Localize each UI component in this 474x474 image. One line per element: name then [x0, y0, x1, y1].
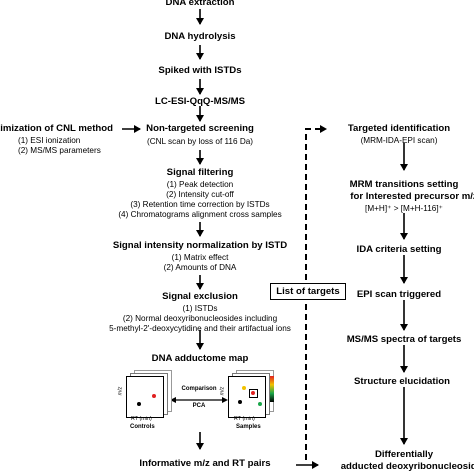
- samples-label: Samples: [236, 424, 261, 430]
- mrm-formula: [M+H]⁺ > [M+H-116]⁺: [365, 204, 443, 213]
- step-normalization-title: Signal intensity normalization by ISTD: [112, 240, 288, 251]
- final-line: adducted deoxyribonucleosides: [340, 461, 474, 472]
- step-nontargeted-title: Non-targeted screening: [146, 123, 254, 134]
- step-signal-filtering-line: (2) Intensity cut-off: [166, 190, 234, 199]
- epi-scan: EPI scan triggered: [356, 289, 442, 300]
- controls-rt-axis: RT (min): [131, 416, 152, 422]
- step-normalization-line: (2) Amounts of DNA: [163, 263, 237, 272]
- step-dna-extraction: DNA extraction: [165, 0, 235, 8]
- step-signal-filtering-line: (1) Peak detection: [166, 180, 234, 189]
- informative-pairs: Informative m/z and RT pairs: [139, 458, 271, 469]
- msms-spectra: MS/MS spectra of targets: [346, 334, 462, 345]
- controls-dot-black: [137, 402, 141, 406]
- adductome-map-title: DNA adductome map: [151, 353, 249, 364]
- step-signal-filtering-title: Signal filtering: [166, 167, 234, 178]
- step-dna-hydrolysis: DNA hydrolysis: [164, 31, 236, 42]
- step-exclusion-line: (2) Normal deoxyribonucleosides includin…: [122, 314, 278, 323]
- step-normalization-line: (1) Matrix effect: [171, 253, 229, 262]
- step-spiked-istds: Spiked with ISTDs: [158, 65, 242, 76]
- mrm-title-line: MRM transitions setting: [349, 179, 459, 190]
- controls-mz-axis: m/z: [117, 386, 124, 396]
- list-of-targets-label: List of targets: [276, 286, 340, 297]
- optimization-line: (1) ESI ionization: [18, 136, 81, 145]
- samples-plot: [228, 370, 276, 422]
- targeted-title: Targeted identification: [347, 123, 451, 134]
- step-lcms: LC-ESI-QqQ-MS/MS: [154, 96, 246, 107]
- step-exclusion-line: 5-methyl-2'-deoxycytidine and their arti…: [109, 324, 291, 333]
- samples-dot-red-box: [249, 389, 258, 398]
- mrm-title-line: for Interested precursor m/z: [350, 191, 474, 202]
- samples-dot-green: [258, 402, 262, 406]
- final-line: Differentially: [374, 449, 434, 460]
- step-signal-filtering-line: (3) Retention time correction by ISTDs: [130, 200, 270, 209]
- samples-dot-yellow: [242, 386, 246, 390]
- step-exclusion-title: Signal exclusion: [162, 291, 238, 302]
- comparison-label: Comparison: [181, 386, 217, 392]
- samples-plot-front: [228, 376, 266, 418]
- targeted-line: (MRM-IDA-EPI scan): [360, 136, 438, 145]
- optimization-line: (2) MS/MS parameters: [18, 146, 101, 155]
- samples-rt-axis: RT (min): [234, 416, 255, 422]
- controls-plot: [126, 370, 172, 422]
- controls-label: Controls: [130, 424, 155, 430]
- dashed-connector: [305, 128, 325, 460]
- intensity-colorbar: [270, 376, 274, 402]
- pca-label: PCA: [192, 403, 206, 409]
- controls-plot-front: [126, 376, 164, 418]
- controls-dot-red: [152, 394, 156, 398]
- step-signal-filtering-line: (4) Chromatograms alignment cross sample…: [118, 210, 282, 219]
- samples-dot-red: [251, 391, 255, 395]
- ida-setting: IDA criteria setting: [356, 244, 442, 255]
- samples-dot-black: [238, 400, 242, 404]
- structure-elucidation: Structure elucidation: [354, 376, 450, 387]
- optimization-title: timization of CNL method: [0, 123, 114, 134]
- samples-mz-axis: m/z: [219, 386, 226, 396]
- list-of-targets-box: List of targets: [270, 283, 346, 300]
- step-nontargeted-line: (CNL scan by loss of 116 Da): [146, 137, 254, 146]
- step-exclusion-line: (1) ISTDs: [182, 304, 218, 313]
